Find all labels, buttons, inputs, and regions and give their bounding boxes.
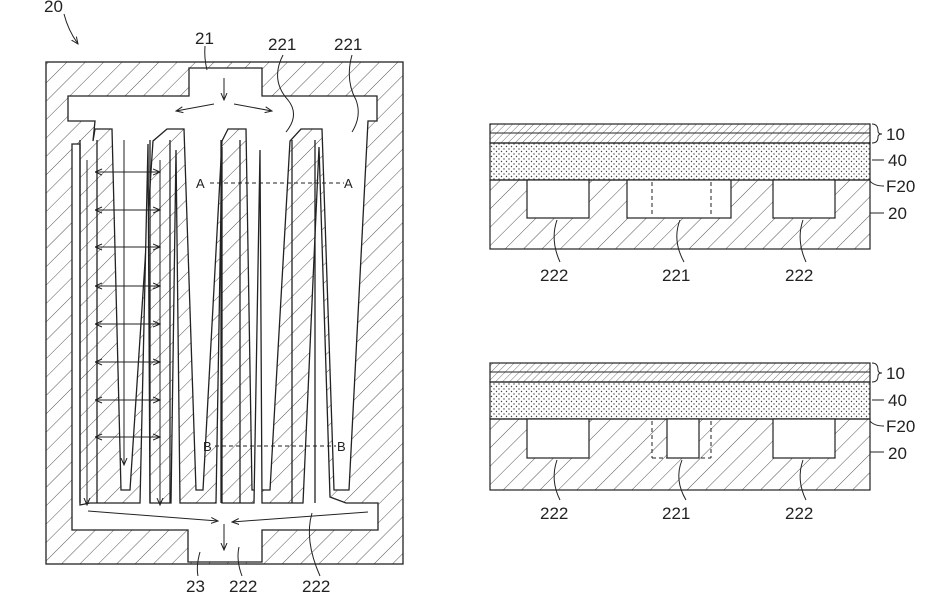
section-a-substrate-label: 20 xyxy=(888,204,907,223)
section-a-channel-center xyxy=(627,180,731,218)
inlet-ref-label: 21 xyxy=(195,29,214,48)
section-a-right-label: A xyxy=(344,176,353,191)
section-b-layer-40 xyxy=(490,382,870,419)
section-a-channel-left xyxy=(527,180,589,218)
supply-branch-label-2: 221 xyxy=(334,35,362,54)
section-b-channel-center-label: 221 xyxy=(662,504,690,523)
section-a-channel-right xyxy=(773,180,835,218)
section-b-channel-left xyxy=(527,419,589,458)
section-a-left-label: A xyxy=(196,176,205,191)
section-b-channel-right-label: 222 xyxy=(785,504,813,523)
supply-branch-label-1: 221 xyxy=(268,35,296,54)
section-b-view: 10 40 F20 20 222 221 222 xyxy=(490,363,915,523)
return-branch-label-1: 222 xyxy=(229,577,257,594)
section-b-layer-10-label: 10 xyxy=(886,364,905,383)
section-a-view: 10 40 F20 20 222 221 222 xyxy=(490,124,915,285)
section-a-layer-40-label: 40 xyxy=(888,151,907,170)
section-a-channel-center-label: 221 xyxy=(662,266,690,285)
section-a-channel-right-label: 222 xyxy=(785,266,813,285)
section-b-right-label: B xyxy=(337,439,346,454)
section-a-layer-10-label: 10 xyxy=(886,125,905,144)
section-b-left-label: B xyxy=(203,439,212,454)
return-branch-label-2: 222 xyxy=(302,577,330,594)
section-a-channel-left-label: 222 xyxy=(540,266,568,285)
section-b-substrate-label: 20 xyxy=(888,444,907,463)
section-a-layer-40 xyxy=(490,143,870,180)
outlet-ref-label: 23 xyxy=(186,577,205,594)
section-b-layer-40-label: 40 xyxy=(888,391,907,410)
section-b-channel-center xyxy=(667,419,699,458)
section-b-channel-right xyxy=(773,419,835,458)
section-a-f20-label: F20 xyxy=(886,177,915,196)
section-b-channel-left-label: 222 xyxy=(540,504,568,523)
figure-ref-label: 20 xyxy=(44,0,63,16)
plan-view: 20 21 221 221 23 222 222 A A B B xyxy=(44,0,403,594)
section-b-f20-label: F20 xyxy=(886,417,915,436)
